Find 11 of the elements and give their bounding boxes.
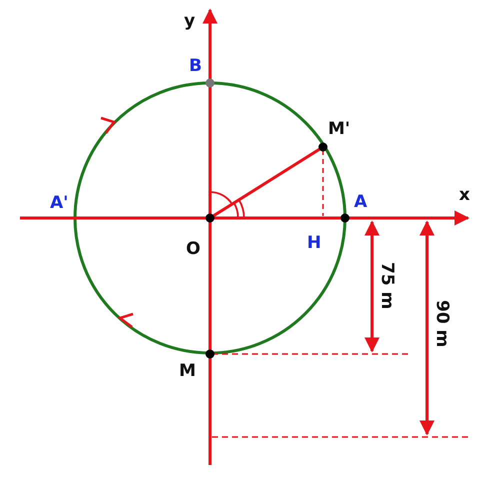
point-label: A — [354, 194, 368, 211]
point-label: O — [186, 241, 200, 258]
point-label: M' — [328, 121, 350, 138]
axis-label: y — [184, 13, 196, 30]
point-label: M — [179, 363, 196, 380]
dimension-label: 90 m — [433, 300, 450, 348]
point-label: H — [307, 235, 322, 252]
axis-label: x — [459, 187, 470, 204]
dimension-label: 75 m — [378, 262, 395, 310]
point-label: B — [189, 58, 202, 75]
point-label: A' — [50, 195, 68, 212]
